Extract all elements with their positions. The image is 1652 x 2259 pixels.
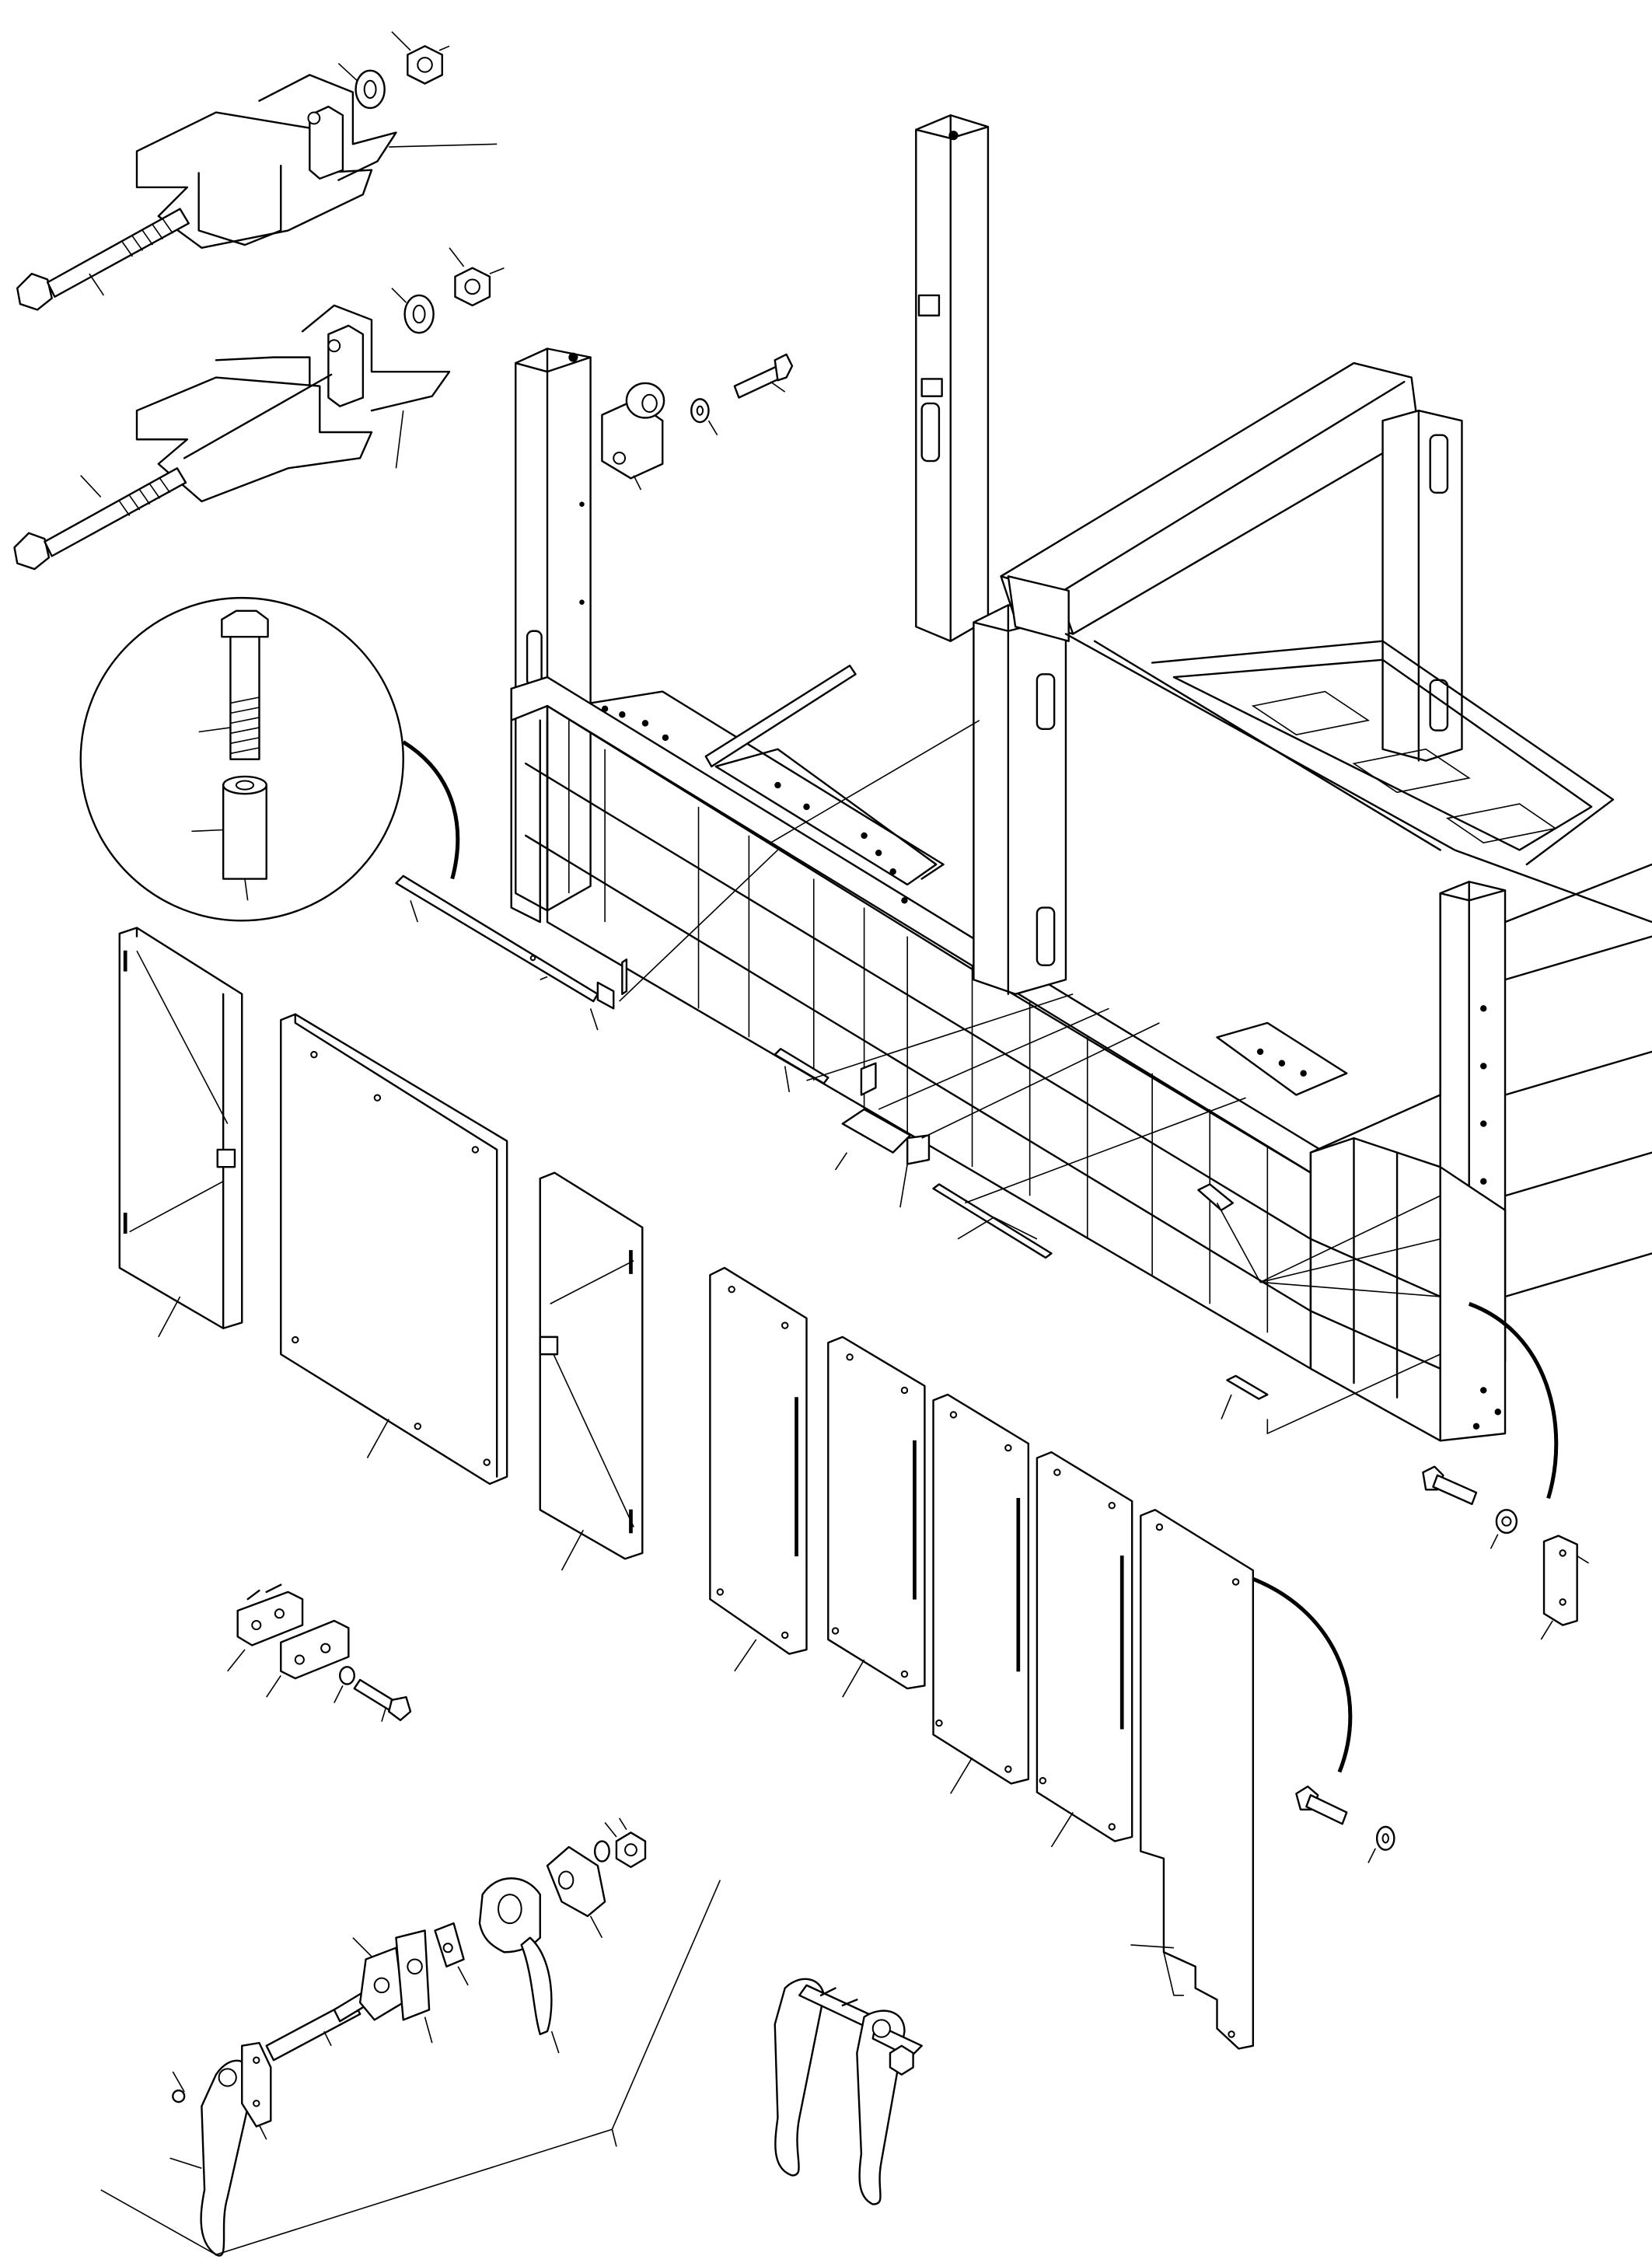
washer-icon [691,399,708,422]
bolt-icon [1296,1786,1346,1824]
detail-circle [81,598,458,920]
washer-icon [595,1842,609,1862]
washer-icon [1377,1827,1394,1850]
door-latch-assembly [101,1818,721,2256]
nut-icon [616,1832,645,1866]
hinge-bracket [602,383,664,478]
mount-bolt-assembly-lower [15,248,505,569]
bracket-icon [1544,1536,1577,1625]
washer-icon [1497,1510,1517,1533]
bolt-icon [17,209,188,310]
nut-icon [455,268,489,306]
frame-brackets [396,354,1440,1433]
panel-tall-notched [1130,1510,1350,2048]
nut-icon [407,46,442,83]
washer-icon [405,295,434,333]
washer-icon [340,1667,354,1684]
floor-deck [1066,634,1652,1297]
post-left-front [515,349,590,911]
mount-bolt-assembly-upper [17,32,497,310]
narrow-panels [710,1268,1132,1847]
bolt-icon [354,1680,410,1720]
bolt-icon [15,468,186,569]
post-middle-front [973,605,1066,993]
panel-large [281,1014,507,1484]
bolt-icon [1423,1467,1476,1504]
side-bracket-hardware [1296,1467,1588,1863]
door-left [120,928,242,1337]
washer-icon [356,71,385,108]
spacer-sleeve [223,777,267,879]
cab-frame [512,115,1652,1498]
bolt-icon [735,354,792,398]
latch-assembled [775,1979,922,2205]
frame-box-right [1311,1138,1505,1440]
hinge-plate-set [228,1585,410,1722]
post-left-rear [916,115,988,641]
bolt-icon [222,611,267,759]
door-right [540,1173,643,1571]
roof-beam [1001,363,1419,641]
